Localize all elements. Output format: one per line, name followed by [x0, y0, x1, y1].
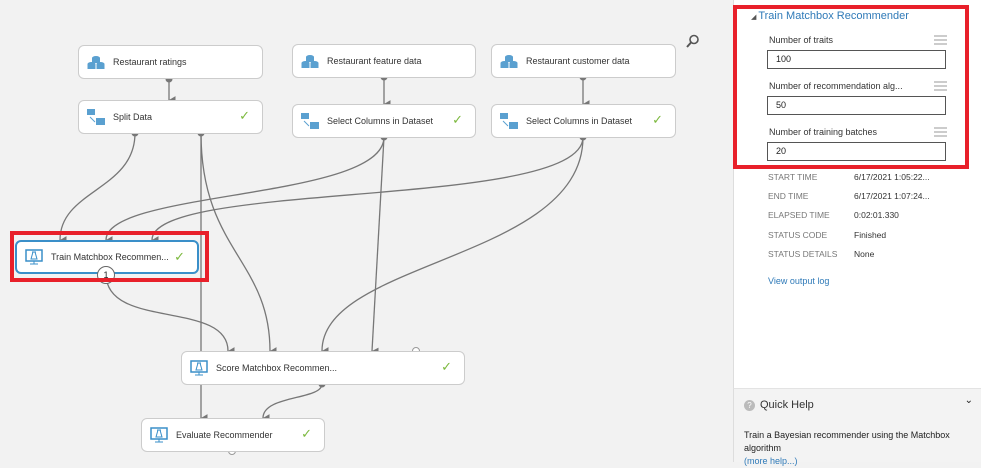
quick-help-description: Train a Bayesian recommender using the M…: [744, 430, 950, 453]
info-key: STATUS DETAILS: [768, 249, 838, 259]
check-icon: ✓: [452, 112, 463, 127]
check-icon: ✓: [441, 359, 452, 374]
info-value: Finished: [854, 230, 887, 240]
module-label: Evaluate Recommender: [176, 430, 273, 440]
view-output-log-link[interactable]: View output log: [768, 276, 830, 286]
split-data-icon: [87, 108, 105, 126]
number-of-algorithm-iterations-input[interactable]: 50: [767, 96, 946, 115]
module-select-columns-1[interactable]: Select Columns in Dataset ✓: [292, 104, 476, 138]
edge: [151, 136, 584, 244]
info-value: 6/17/2021 1:05:22...: [854, 172, 930, 182]
select-columns-icon: [500, 112, 518, 130]
module-score-matchbox[interactable]: Score Matchbox Recommen... ✓: [181, 351, 465, 385]
chevron-down-icon[interactable]: ⌄: [964, 395, 973, 406]
param-label: Number of recommendation alg...: [769, 81, 903, 91]
module-label: Restaurant feature data: [327, 56, 422, 66]
properties-panel: ◢ Train Matchbox Recommender Number of t…: [733, 0, 981, 388]
number-of-traits-input[interactable]: 100: [767, 50, 946, 69]
module-label: Select Columns in Dataset: [526, 116, 633, 126]
param-menu-icon[interactable]: [934, 35, 947, 45]
number-of-training-batches-input[interactable]: 20: [767, 142, 946, 161]
module-label: Split Data: [113, 112, 153, 122]
check-icon: ✓: [652, 112, 663, 127]
info-value: None: [854, 249, 875, 259]
module-split-data[interactable]: Split Data ✓: [78, 100, 263, 134]
highlight-box: [733, 5, 969, 169]
module-restaurant-customer-data[interactable]: Restaurant customer data: [491, 44, 676, 78]
dataset-icon: [500, 52, 518, 70]
edge: [105, 273, 235, 355]
highlight-box: [10, 231, 209, 282]
module-select-columns-2[interactable]: Select Columns in Dataset ✓: [491, 104, 676, 138]
info-key: END TIME: [768, 191, 809, 201]
panel-title[interactable]: ◢ Train Matchbox Recommender: [751, 10, 909, 22]
score-icon: [190, 359, 208, 377]
train-icon: [25, 248, 43, 266]
module-label: Restaurant ratings: [113, 57, 187, 67]
edge: [105, 136, 385, 244]
dataset-icon: [87, 53, 105, 71]
quick-help-header[interactable]: ?Quick Help: [744, 399, 814, 411]
edge: [371, 136, 385, 356]
quick-help-panel: ?Quick Help ⌄ Train a Bayesian recommend…: [733, 388, 981, 466]
edge: [321, 136, 584, 355]
param-label: Number of training batches: [769, 127, 878, 137]
evaluate-icon: [150, 426, 168, 444]
info-key: START TIME: [768, 172, 818, 182]
module-restaurant-ratings[interactable]: Restaurant ratings: [78, 45, 263, 79]
module-label: Score Matchbox Recommen...: [216, 363, 338, 373]
check-icon: ✓: [239, 108, 250, 123]
help-icon: ?: [744, 399, 755, 411]
module-label: Select Columns in Dataset: [327, 116, 434, 126]
edge: [59, 132, 136, 244]
info-key: ELAPSED TIME: [768, 210, 830, 220]
edge: [200, 132, 277, 355]
param-menu-icon[interactable]: [934, 81, 947, 91]
module-label: Train Matchbox Recommen...: [51, 252, 169, 262]
param-label: Number of traits: [769, 35, 834, 45]
module-restaurant-feature-data[interactable]: Restaurant feature data: [292, 44, 476, 78]
magnifier-icon[interactable]: [686, 34, 700, 51]
edge: [262, 383, 323, 422]
module-evaluate-recommender[interactable]: Evaluate Recommender ✓: [141, 418, 325, 452]
check-icon: ✓: [174, 249, 185, 264]
select-columns-icon: [301, 112, 319, 130]
more-help-link[interactable]: (more help...): [744, 456, 798, 466]
param-menu-icon[interactable]: [934, 127, 947, 137]
experiment-canvas[interactable]: Restaurant ratings Split Data ✓ Restaura…: [0, 0, 733, 462]
info-key: STATUS CODE: [768, 230, 828, 240]
collapse-triangle-icon: ◢: [751, 14, 759, 21]
dataset-icon: [301, 52, 319, 70]
module-label: Restaurant customer data: [526, 56, 630, 66]
check-icon: ✓: [301, 426, 312, 441]
info-value: 0:02:01.330: [854, 210, 899, 220]
info-value: 6/17/2021 1:07:24...: [854, 191, 930, 201]
